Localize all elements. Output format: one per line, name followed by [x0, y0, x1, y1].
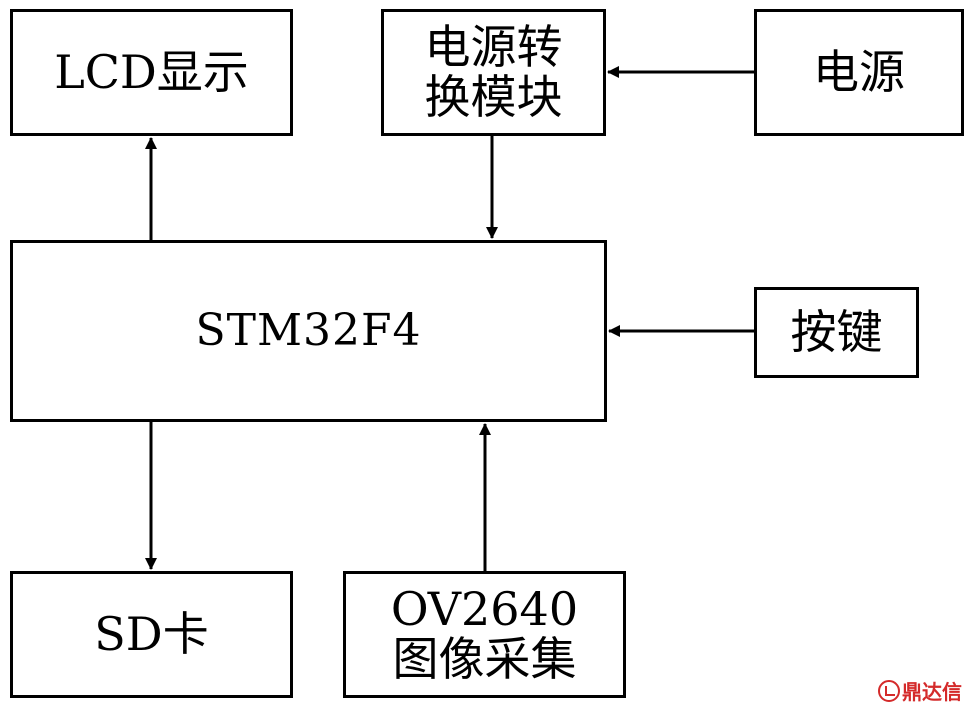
watermark-logo-icon [878, 679, 900, 702]
sd-card-block: SD卡 [10, 571, 293, 698]
camera-block: OV2640 图像采集 [343, 571, 626, 698]
keys-block: 按键 [754, 287, 919, 378]
sd-card-label: SD卡 [94, 606, 209, 661]
mcu-block: STM32F4 [10, 240, 607, 422]
watermark-text: 鼎达信 [902, 680, 962, 704]
watermark: 鼎达信 [878, 676, 962, 705]
mcu-label: STM32F4 [195, 305, 422, 357]
lcd-display-label: LCD显示 [54, 44, 249, 99]
camera-label: OV2640 图像采集 [390, 581, 579, 686]
power-source-block: 电源 [754, 9, 964, 136]
power-source-label: 电源 [813, 44, 905, 99]
keys-label: 按键 [790, 304, 883, 359]
power-conversion-block: 电源转 换模块 [381, 9, 606, 136]
power-conversion-label: 电源转 换模块 [424, 19, 563, 124]
lcd-display-block: LCD显示 [10, 9, 293, 136]
